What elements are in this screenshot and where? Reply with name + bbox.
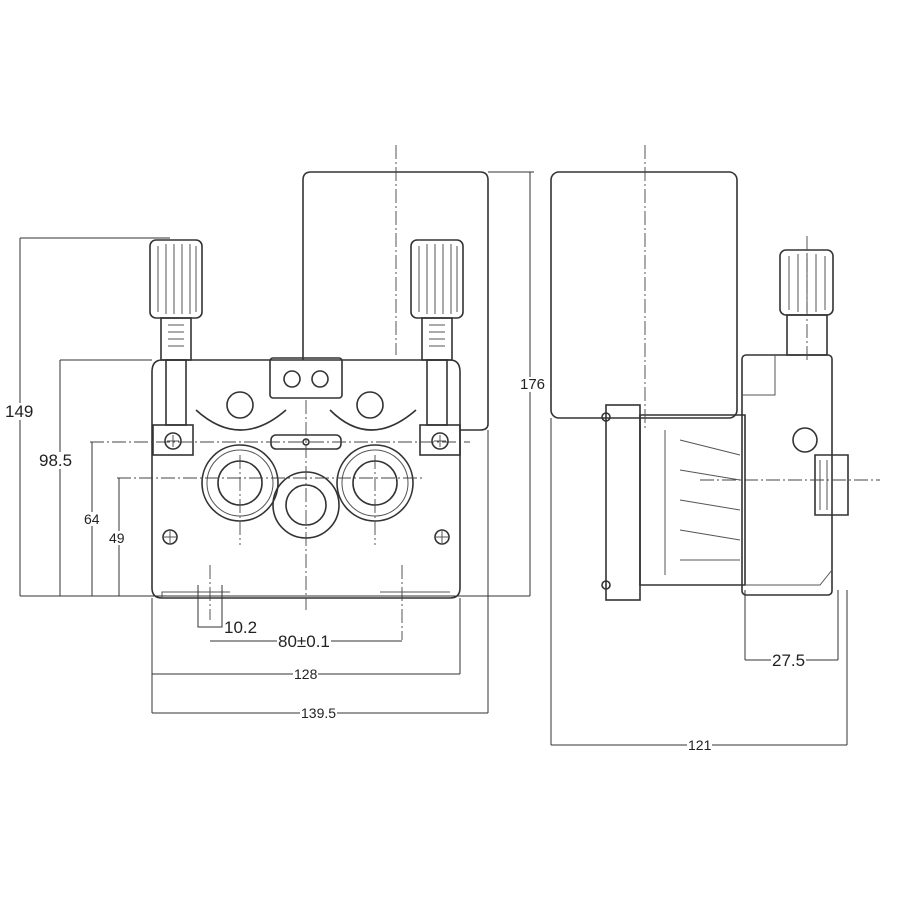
- screw-right: [434, 529, 450, 545]
- arm-pivot-right: [356, 391, 384, 419]
- mounting-plate: [151, 359, 461, 599]
- screw-left: [162, 529, 178, 545]
- drive-roller-left: [201, 444, 279, 522]
- wire-guide-tube: [270, 434, 342, 450]
- dim-10-2: 10.2: [223, 618, 259, 637]
- center-gear: [272, 471, 340, 539]
- dim-49: 49: [108, 530, 126, 546]
- pressure-arm-right: [329, 409, 417, 431]
- tension-knob-right: [410, 239, 464, 456]
- flange: [605, 404, 641, 601]
- wire-guide-block: [269, 357, 343, 399]
- dim-121: 121: [687, 737, 713, 753]
- front-view: [90, 145, 600, 640]
- plate-foot-left: [161, 591, 230, 598]
- tension-knob-side: [779, 249, 834, 356]
- arm-pivot-left: [226, 391, 254, 419]
- dim-149: 149: [4, 402, 35, 421]
- tension-knob-left: [149, 239, 203, 456]
- pressure-arm-left: [195, 409, 287, 431]
- side-view: [550, 145, 880, 601]
- dim-139-5: 139.5: [300, 705, 338, 721]
- dim-80: 80±0.1: [277, 632, 331, 651]
- motor-housing: [302, 171, 489, 431]
- motor-side: [550, 171, 738, 419]
- dim-176: 176: [519, 376, 547, 393]
- side-dimensions: [550, 418, 848, 746]
- drive-roller-right: [336, 444, 414, 522]
- dim-128: 128: [293, 666, 319, 682]
- wire-inlet: [814, 454, 849, 516]
- feed-head-body: [741, 354, 833, 596]
- side-pivot: [792, 427, 818, 453]
- dim-27-5: 27.5: [771, 651, 807, 670]
- dim-64: 64: [83, 511, 101, 527]
- dim-98-5: 98.5: [38, 451, 74, 470]
